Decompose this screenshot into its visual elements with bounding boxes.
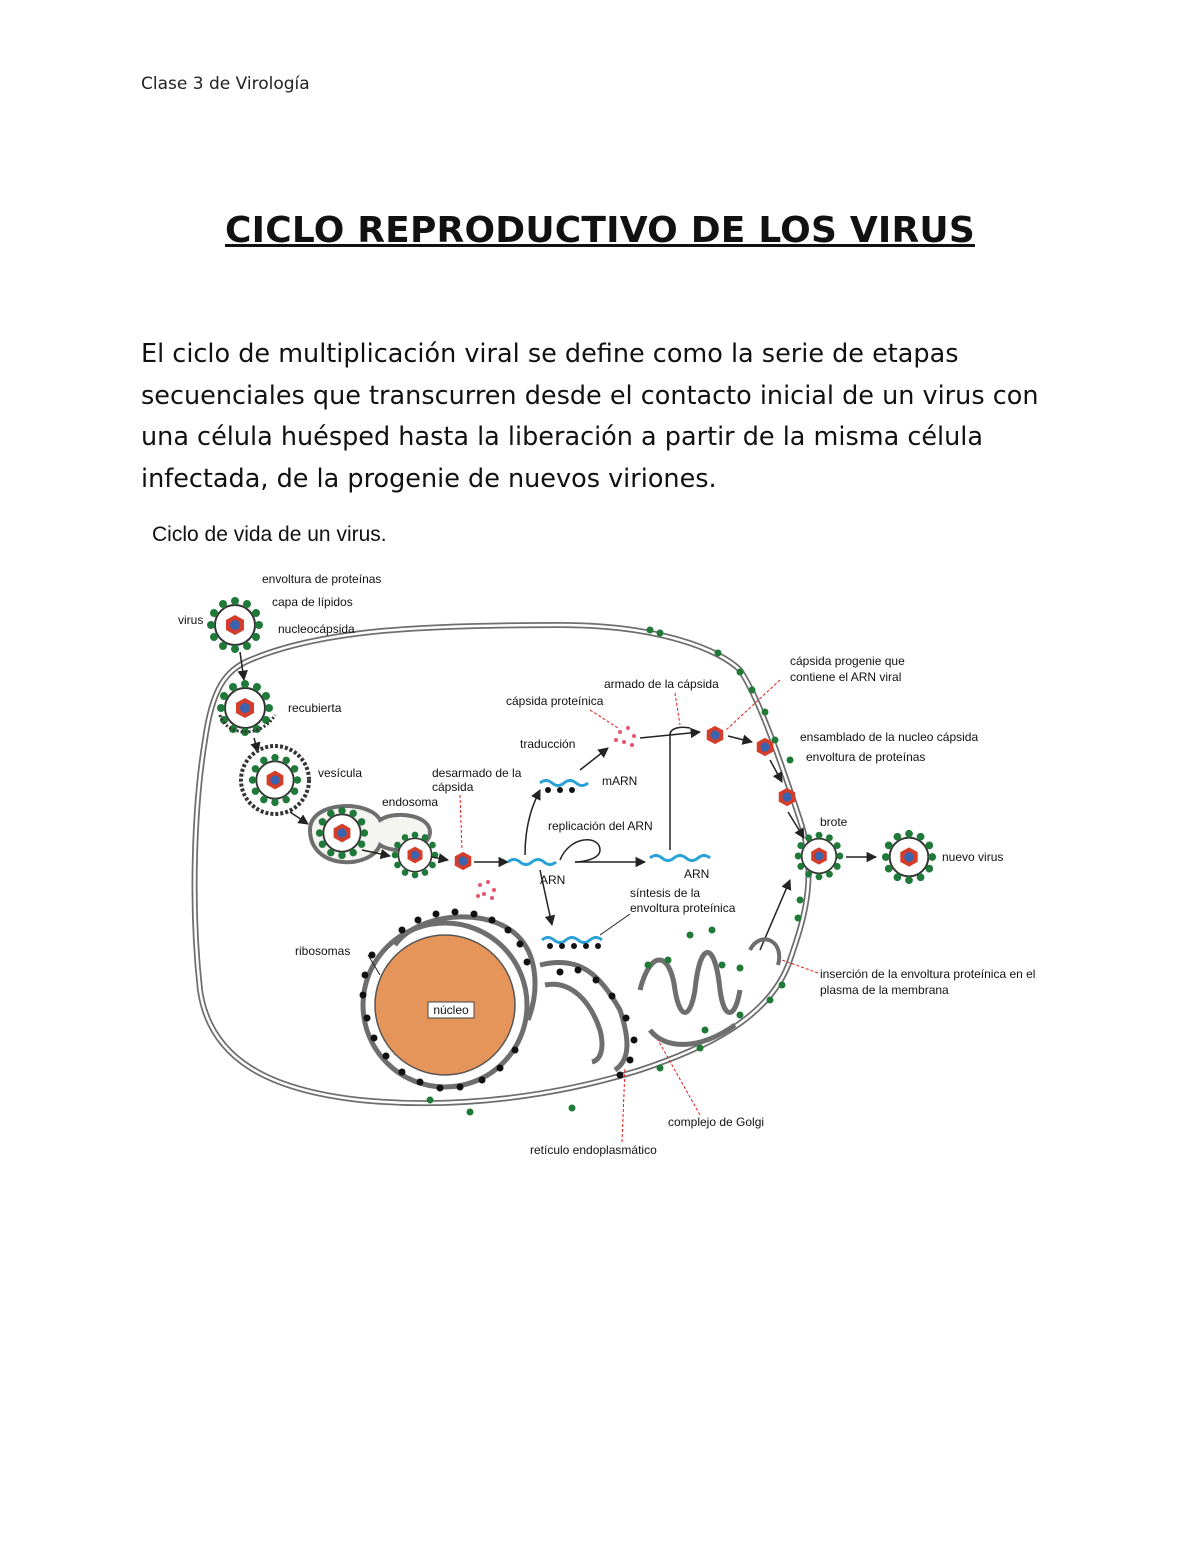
budding-virus bbox=[793, 830, 845, 882]
label-reticulo: retículo endoplasmático bbox=[530, 1143, 657, 1157]
label-envoltura: envoltura de proteínas bbox=[262, 572, 381, 586]
ribosomes bbox=[359, 908, 638, 1092]
new-virus bbox=[880, 828, 938, 886]
label-brote: brote bbox=[820, 815, 848, 829]
virus-particle bbox=[206, 596, 264, 654]
label-capa-lipidos: capa de lípidos bbox=[272, 595, 353, 609]
label-replicacion: replicación del ARN bbox=[548, 819, 653, 833]
released-capsid bbox=[454, 851, 472, 871]
label-envoltura-prot: envoltura de proteínas bbox=[806, 750, 925, 764]
page-header: Clase 3 de Virología bbox=[141, 74, 310, 94]
label-traduccion: traducción bbox=[520, 737, 575, 751]
marn-strand bbox=[539, 779, 589, 787]
label-marn: mARN bbox=[602, 774, 637, 788]
label-desarmado-1: desarmado de la bbox=[432, 766, 522, 780]
label-nuevo-virus: nuevo virus bbox=[942, 850, 1003, 864]
label-vesicula: vesícula bbox=[318, 766, 362, 780]
label-nucleo: núcleo bbox=[433, 1003, 469, 1017]
intro-paragraph: El ciclo de multiplicación viral se defi… bbox=[141, 339, 1039, 494]
label-virus: virus bbox=[178, 613, 203, 627]
label-insercion-2: plasma de la membrana bbox=[820, 983, 949, 997]
progeny-capsid bbox=[706, 725, 724, 745]
label-insercion-1: inserción de la envoltura proteínica en … bbox=[820, 967, 1035, 981]
document-title: CICLO REPRODUCTIVO DE LOS VIRUS bbox=[225, 210, 975, 251]
endoplasmic-reticulum bbox=[392, 914, 538, 1021]
label-recubierta: recubierta bbox=[288, 701, 342, 715]
label-capsida-progenie-2: contiene el ARN viral bbox=[790, 670, 901, 684]
label-arn-right: ARN bbox=[684, 867, 709, 881]
label-ensamblado: ensamblado de la nucleo cápsida bbox=[800, 730, 978, 744]
label-sintesis-1: síntesis de la bbox=[630, 886, 700, 900]
label-capsida-progenie-1: cápsida progenie que bbox=[790, 654, 905, 668]
label-golgi: complejo de Golgi bbox=[668, 1115, 764, 1129]
label-desarmado-2: cápsida bbox=[432, 780, 474, 794]
arn-strand-right bbox=[649, 854, 711, 862]
label-sintesis-2: envoltura proteínica bbox=[630, 901, 736, 915]
label-arn-left: ARN bbox=[540, 873, 565, 887]
label-endosoma: endosoma bbox=[382, 795, 438, 809]
figure-caption: Ciclo de vida de un virus. bbox=[152, 523, 387, 546]
label-capsida-proteinica: cápsida proteínica bbox=[506, 694, 604, 708]
label-nucleocapsida: nucleocápsida bbox=[278, 622, 355, 636]
label-ribosomas: ribosomas bbox=[295, 944, 350, 958]
membrane-spikes bbox=[426, 626, 804, 1116]
golgi-complex bbox=[637, 950, 743, 1047]
label-armado: armado de la cápsida bbox=[604, 677, 719, 691]
arn-strand-left bbox=[507, 858, 557, 866]
